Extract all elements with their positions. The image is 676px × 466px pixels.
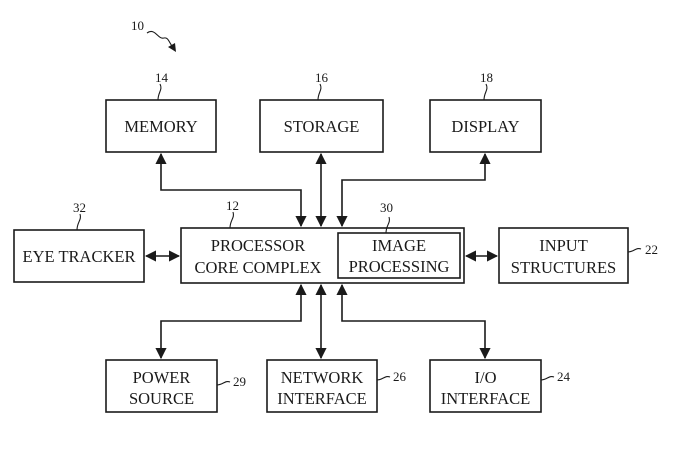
image-processing-block: IMAGE PROCESSING 30 [337,200,461,279]
storage-block: STORAGE 16 [259,70,384,153]
storage-label: STORAGE [284,117,360,136]
eye-tracker-ref: 32 [73,200,86,215]
input-structures-ref: 22 [645,242,658,257]
power-processor-connector [155,283,307,360]
input-structures-block: INPUT STRUCTURES 22 [498,227,658,284]
io-interface-ref: 24 [557,369,571,384]
io-interface-block: I/O INTERFACE 24 [429,359,571,413]
power-source-ref: 29 [233,374,246,389]
power-source-label-line1: POWER [133,368,191,387]
network-interface-label-line1: NETWORK [281,368,364,387]
eye-tracker-label: EYE TRACKER [23,247,136,266]
image-processing-label-line2: PROCESSING [349,257,450,276]
figure-ref-arrowhead [168,43,176,52]
network-interface-label-line2: INTERFACE [277,389,367,408]
image-processing-label-line1: IMAGE [372,236,426,255]
display-processor-connector [336,152,491,228]
storage-ref: 16 [315,70,329,85]
processor-label-line2: CORE COMPLEX [195,258,322,277]
io-interface-label-line1: I/O [475,368,497,387]
power-source-block: POWER SOURCE 29 [105,359,246,413]
power-source-label-line2: SOURCE [129,389,194,408]
io-processor-connector [336,283,491,360]
display-label: DISPLAY [451,117,519,136]
network-interface-ref: 26 [393,369,407,384]
display-ref: 18 [480,70,493,85]
input-structures-label-line2: STRUCTURES [511,258,616,277]
io-interface-label-line2: INTERFACE [441,389,531,408]
memory-label: MEMORY [124,117,197,136]
input-structures-label-line1: INPUT [539,236,588,255]
processor-label-line1: PROCESSOR [211,236,305,255]
figure-ref-arrow [146,30,173,47]
display-block: DISPLAY 18 [429,70,542,153]
figure-ref: 10 [131,18,144,33]
memory-block: MEMORY 14 [105,70,217,153]
network-interface-block: NETWORK INTERFACE 26 [266,359,407,413]
processor-ref: 12 [226,198,239,213]
image-processing-ref: 30 [380,200,393,215]
memory-processor-connector [155,152,307,228]
memory-ref: 14 [155,70,169,85]
eye-tracker-block: EYE TRACKER 32 [13,200,145,283]
